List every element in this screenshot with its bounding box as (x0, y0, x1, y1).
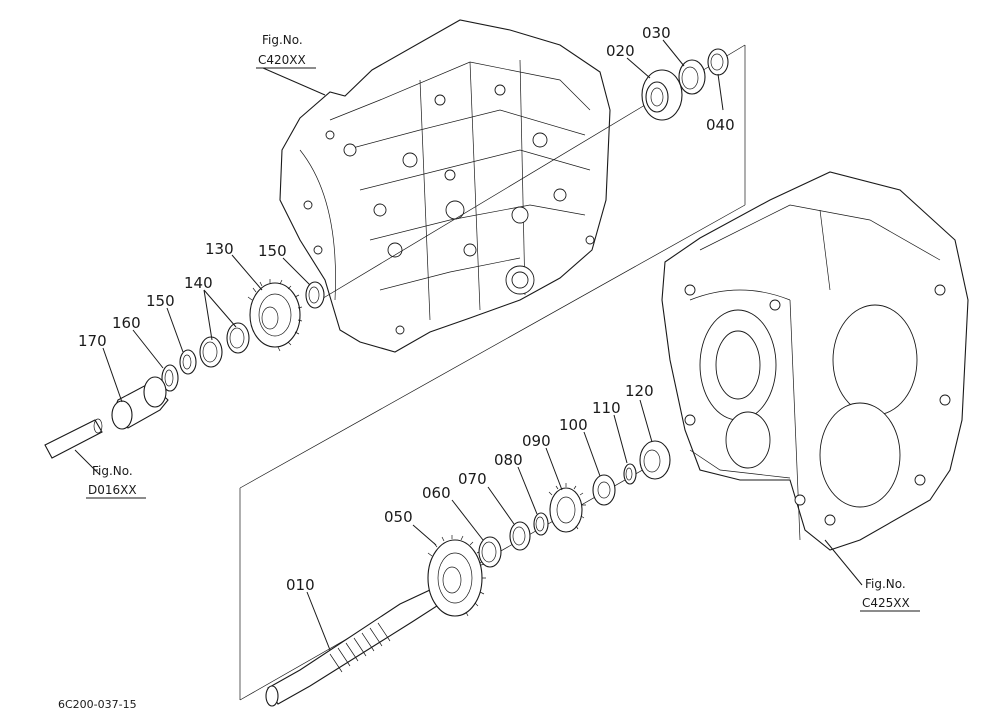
gear-090 (548, 483, 586, 533)
snap-ring-040 (707, 48, 729, 76)
part-label-060: 060 (422, 484, 451, 502)
collar-030 (678, 59, 706, 95)
part-label-120: 120 (625, 382, 654, 400)
part-number-labels: 020 030 040 130 150 140 150 160 170 010 … (78, 24, 735, 594)
lower-transmission-case (661, 171, 969, 551)
drawing-code: 6C200-037-15 (58, 698, 137, 711)
part-label-010: 010 (286, 576, 315, 594)
part-label-170: 170 (78, 332, 107, 350)
main-shaft-010 (265, 589, 441, 707)
part-label-150-upper: 150 (258, 242, 287, 260)
collar-070 (509, 521, 531, 551)
fig-ref-code: C425XX (862, 596, 910, 610)
fig-ref-c425xx: Fig.No. C425XX (860, 577, 920, 612)
part-label-110: 110 (592, 399, 621, 417)
snap-ring-110 (623, 463, 637, 485)
needle-bearing-140 (199, 322, 250, 368)
part-label-140: 140 (184, 274, 213, 292)
gear-050 (427, 535, 486, 617)
shaft-stub-d016 (44, 418, 103, 459)
part-label-150-lower: 150 (146, 292, 175, 310)
fig-ref-label: Fig.No. (92, 464, 133, 478)
fig-ref-code: D016XX (88, 483, 137, 497)
part-label-160: 160 (112, 314, 141, 332)
washer-150-upper (305, 281, 325, 309)
fig-ref-c420xx: Fig.No. C420XX (256, 33, 316, 69)
part-label-080: 080 (494, 451, 523, 469)
part-label-130: 130 (205, 240, 234, 258)
fig-ref-label: Fig.No. (262, 33, 303, 47)
part-label-100: 100 (559, 416, 588, 434)
washer-080 (533, 512, 549, 536)
leader-lines (74, 39, 863, 651)
fig-ref-label: Fig.No. (865, 577, 906, 591)
fig-ref-code: C420XX (258, 53, 306, 67)
bearing-120 (639, 440, 671, 480)
part-label-050: 050 (384, 508, 413, 526)
part-label-040: 040 (706, 116, 735, 134)
part-label-020: 020 (606, 42, 635, 60)
part-label-090: 090 (522, 432, 551, 450)
gear-100 (592, 474, 616, 506)
part-label-030: 030 (642, 24, 671, 42)
fig-ref-d016xx: Fig.No. D016XX (86, 464, 146, 499)
upper-transmission-case (279, 19, 611, 353)
needle-bearing-060 (478, 536, 502, 568)
bearing-020 (641, 69, 683, 121)
gear-130 (247, 279, 303, 352)
snap-ring-160 (161, 364, 179, 392)
sleeve-170 (111, 376, 169, 430)
part-label-070: 070 (458, 470, 487, 488)
washer-150-lower (179, 349, 197, 375)
